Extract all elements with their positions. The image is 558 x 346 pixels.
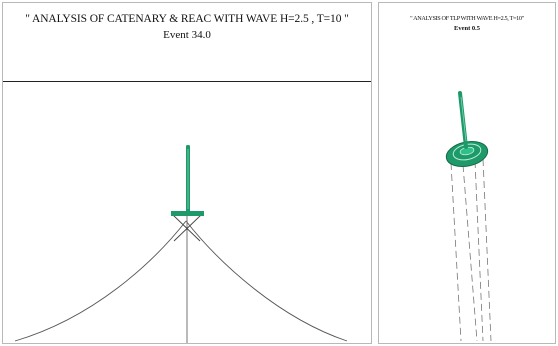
event-label: Event 34.0 [163, 29, 211, 41]
fairlead-brace-1 [172, 214, 201, 242]
fairlead-brace-2 [173, 214, 202, 242]
tendon-2 [462, 164, 478, 342]
platform-deck [171, 211, 204, 216]
tendon-3 [474, 160, 484, 342]
tlp-column-highlight [460, 96, 467, 142]
tendon-4 [482, 158, 492, 342]
tendon-1 [450, 162, 462, 342]
mooring-line-left [14, 220, 187, 342]
header-divider [3, 81, 371, 82]
tlp-column [458, 91, 468, 149]
panel-title: " ANALYSIS OF CATENARY & REAC WITH WAVE … [25, 13, 349, 25]
catenary-analysis-panel: " ANALYSIS OF CATENARY & REAC WITH WAVE … [2, 2, 372, 344]
catenary-plot [14, 145, 348, 343]
tlp-analysis-panel: " ANALYSIS OF TLP WITH WAVE H=2.5, T=10"… [378, 2, 556, 344]
tlp-3d-plot [445, 91, 492, 342]
event-label: Event 0.5 [454, 25, 480, 32]
panel-title: " ANALYSIS OF TLP WITH WAVE H=2.5, T=10" [410, 15, 524, 22]
mooring-line-right [185, 220, 348, 342]
